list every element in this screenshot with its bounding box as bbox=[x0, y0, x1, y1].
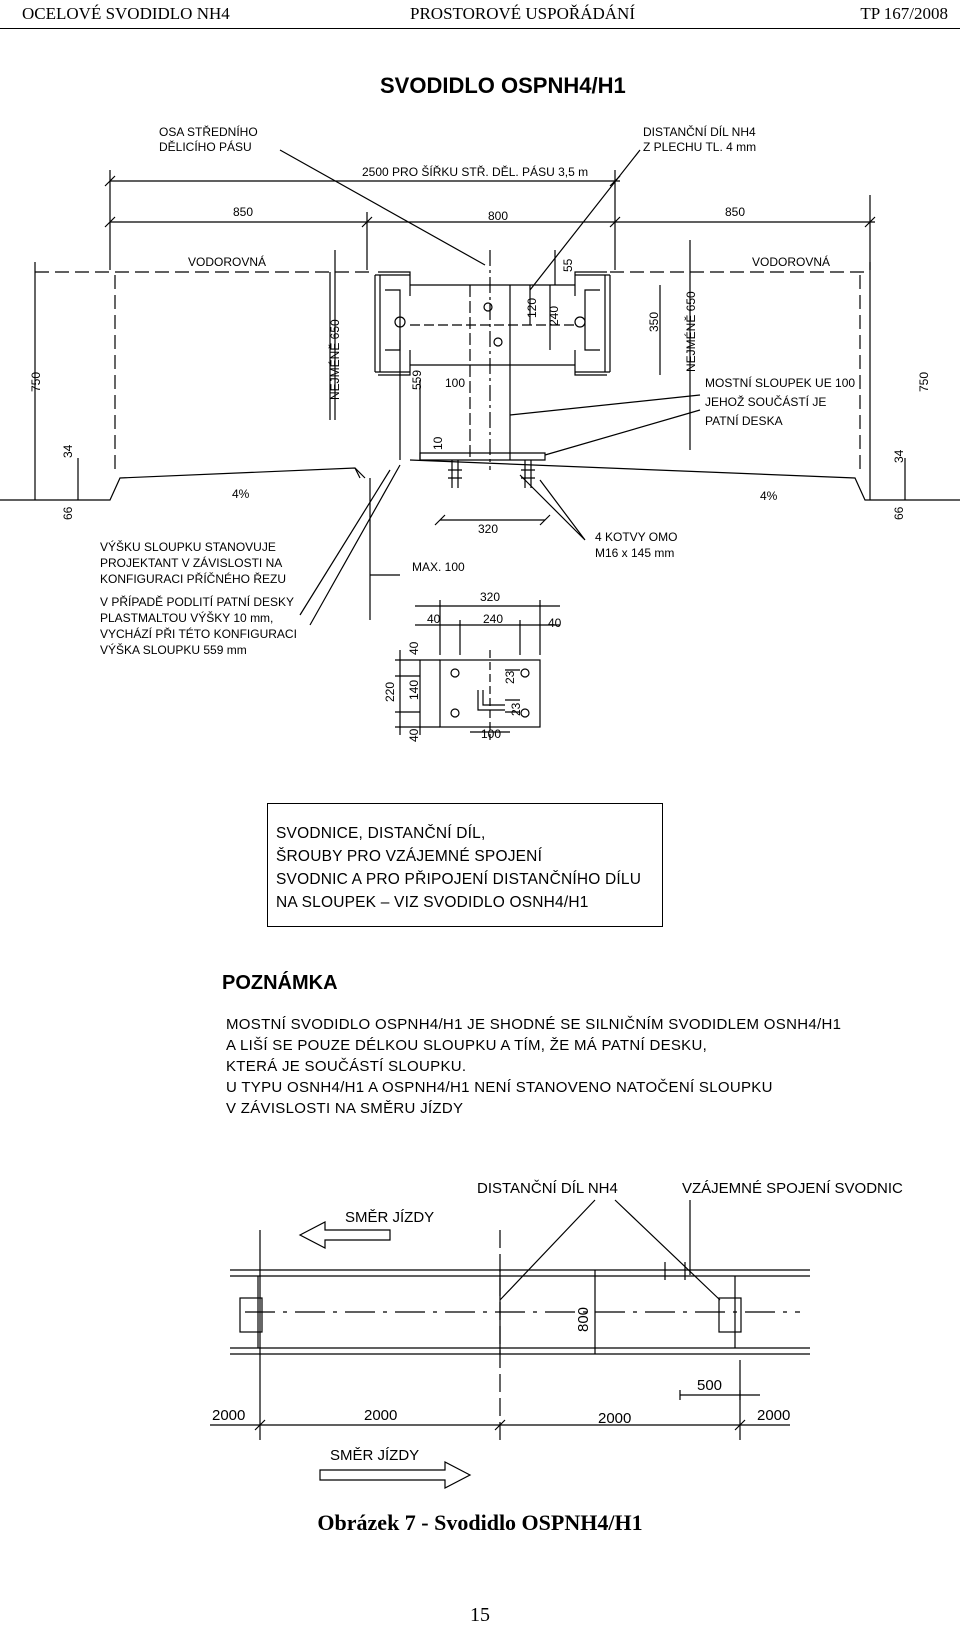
label-vyska-2: PROJEKTANT V ZÁVISLOSTI NA bbox=[100, 555, 282, 570]
poznamka-line: U TYPU OSNH4/H1 A OSPNH4/H1 NENÍ STANOVE… bbox=[226, 1079, 773, 1096]
dim-240-plate: 240 bbox=[483, 612, 503, 626]
dim-40-c: 40 bbox=[407, 641, 421, 655]
plan-dim-800: 800 bbox=[575, 1307, 592, 1332]
poznamka-line: MOSTNÍ SVODIDLO OSPNH4/H1 JE SHODNÉ SE S… bbox=[226, 1016, 842, 1033]
label-vodorovna-right: VODOROVNÁ bbox=[752, 254, 830, 269]
dim-220: 220 bbox=[383, 682, 397, 702]
plan-label-distancni: DISTANČNÍ DÍL NH4 bbox=[477, 1180, 618, 1197]
label-sklon-left: 4% bbox=[232, 487, 250, 501]
dim-140: 140 bbox=[407, 680, 421, 700]
label-kotvy-2: M16 x 145 mm bbox=[595, 546, 674, 560]
dim-100-plate: 100 bbox=[481, 727, 501, 741]
poznamka-line: A LIŠÍ SE POUZE DÉLKOU SLOUPKU A TÍM, ŽE… bbox=[226, 1037, 708, 1054]
dim-350: 350 bbox=[647, 312, 661, 332]
dim-240: 240 bbox=[547, 306, 561, 326]
label-osa-1: OSA STŘEDNÍHO bbox=[159, 124, 258, 139]
label-podliti-2: PLASTMALTOU VÝŠKY 10 mm, bbox=[100, 610, 273, 625]
label-distancni-2: Z PLECHU TL. 4 mm bbox=[643, 140, 756, 154]
label-sklon-right: 4% bbox=[760, 489, 778, 503]
note-line: SVODNICE, DISTANČNÍ DÍL, bbox=[276, 825, 486, 842]
plan-dim-2000-1: 2000 bbox=[212, 1407, 245, 1424]
dim-40-a: 40 bbox=[427, 612, 441, 626]
plan-label-smer-bottom: SMĚR JÍZDY bbox=[330, 1447, 419, 1464]
header-right: TP 167/2008 bbox=[860, 4, 948, 23]
dim-750-right: 750 bbox=[917, 372, 931, 392]
dim-34-right: 34 bbox=[892, 449, 906, 463]
dim-55: 55 bbox=[561, 258, 575, 272]
dim-100: 100 bbox=[445, 376, 465, 390]
drawing-title: SVODIDLO OSPNH4/H1 bbox=[380, 73, 626, 98]
label-vodorovna-left: VODOROVNÁ bbox=[188, 254, 266, 269]
note-line: SVODNIC A PRO PŘIPOJENÍ DISTANČNÍHO DÍLU bbox=[276, 871, 642, 888]
dim-750-left: 750 bbox=[29, 372, 43, 392]
dim-23-a: 23 bbox=[503, 670, 517, 684]
label-mostni-1: MOSTNÍ SLOUPEK UE 100 bbox=[705, 375, 855, 390]
dim-320-top: 320 bbox=[478, 522, 498, 536]
label-mostni-3: PATNÍ DESKA bbox=[705, 413, 783, 428]
poznamka-title: POZNÁMKA bbox=[222, 972, 338, 994]
dim-40-b: 40 bbox=[548, 616, 562, 630]
page-number: 15 bbox=[470, 1604, 490, 1626]
poznamka-body: MOSTNÍ SVODIDLO OSPNH4/H1 JE SHODNÉ SE S… bbox=[226, 1014, 841, 1119]
label-nejmene-650-right: NEJMÉNĚ 650 bbox=[683, 291, 698, 372]
dim-23-b: 23 bbox=[509, 702, 523, 716]
dim-120: 120 bbox=[525, 298, 539, 318]
dim-66-left: 66 bbox=[61, 506, 75, 520]
poznamka-line: V ZÁVISLOSTI NA SMĚRU JÍZDY bbox=[226, 1100, 464, 1117]
dim-850-left: 850 bbox=[233, 205, 253, 219]
dim-34-left: 34 bbox=[61, 444, 75, 458]
dim-559: 559 bbox=[410, 370, 424, 390]
dim-40-d: 40 bbox=[407, 728, 421, 742]
note-line: ŠROUBY PRO VZÁJEMNÉ SPOJENÍ bbox=[276, 848, 543, 865]
header-left: OCELOVÉ SVODIDLO NH4 bbox=[22, 4, 230, 23]
label-distancni-1: DISTANČNÍ DÍL NH4 bbox=[643, 124, 756, 139]
dim-66-right: 66 bbox=[892, 506, 906, 520]
label-max100: MAX. 100 bbox=[412, 560, 465, 574]
plan-dim-2000-4: 2000 bbox=[757, 1407, 790, 1424]
plan-label-smer-top: SMĚR JÍZDY bbox=[345, 1209, 434, 1226]
header-center: PROSTOROVÉ USPOŘÁDÁNÍ bbox=[410, 4, 635, 23]
plan-dim-2000-2: 2000 bbox=[364, 1407, 397, 1424]
note-line: NA SLOUPEK – VIZ SVODIDLO OSNH4/H1 bbox=[276, 894, 589, 911]
label-osa-2: DĚLICÍHO PÁSU bbox=[159, 139, 252, 154]
dim-320-plate: 320 bbox=[480, 590, 500, 604]
label-sirka: 2500 PRO ŠÍŘKU STŘ. DĚL. PÁSU 3,5 m bbox=[362, 164, 588, 179]
dim-800: 800 bbox=[488, 209, 508, 223]
label-mostni-2: JEHOŽ SOUČÁSTÍ JE bbox=[705, 394, 826, 409]
poznamka-line: KTERÁ JE SOUČÁSTÍ SLOUPKU. bbox=[226, 1058, 467, 1075]
dim-10: 10 bbox=[431, 436, 445, 450]
reference-note-box: SVODNICE, DISTANČNÍ DÍL, ŠROUBY PRO VZÁJ… bbox=[267, 803, 663, 927]
label-vyska-3: KONFIGURACI PŘÍČNÉHO ŘEZU bbox=[100, 571, 286, 586]
header-rule bbox=[0, 28, 960, 29]
label-vyska-1: VÝŠKU SLOUPKU STANOVUJE bbox=[100, 539, 276, 554]
plan-label-spojeni: VZÁJEMNÉ SPOJENÍ SVODNIC bbox=[682, 1180, 903, 1197]
label-podliti-4: VÝŠKA SLOUPKU 559 mm bbox=[100, 642, 247, 657]
label-podliti-1: V PŘÍPADĚ PODLITÍ PATNÍ DESKY bbox=[100, 594, 294, 609]
plan-dim-500: 500 bbox=[697, 1377, 722, 1394]
dim-850-right: 850 bbox=[725, 205, 745, 219]
plan-dim-2000-3: 2000 bbox=[598, 1410, 631, 1427]
figure-caption: Obrázek 7 - Svodidlo OSPNH4/H1 bbox=[317, 1510, 643, 1535]
label-nejmene-650-left: NEJMÉNĚ 650 bbox=[327, 319, 342, 400]
label-podliti-3: VYCHÁZÍ PŘI TÉTO KONFIGURACI bbox=[100, 626, 297, 641]
label-kotvy-1: 4 KOTVY OMO bbox=[595, 530, 677, 544]
